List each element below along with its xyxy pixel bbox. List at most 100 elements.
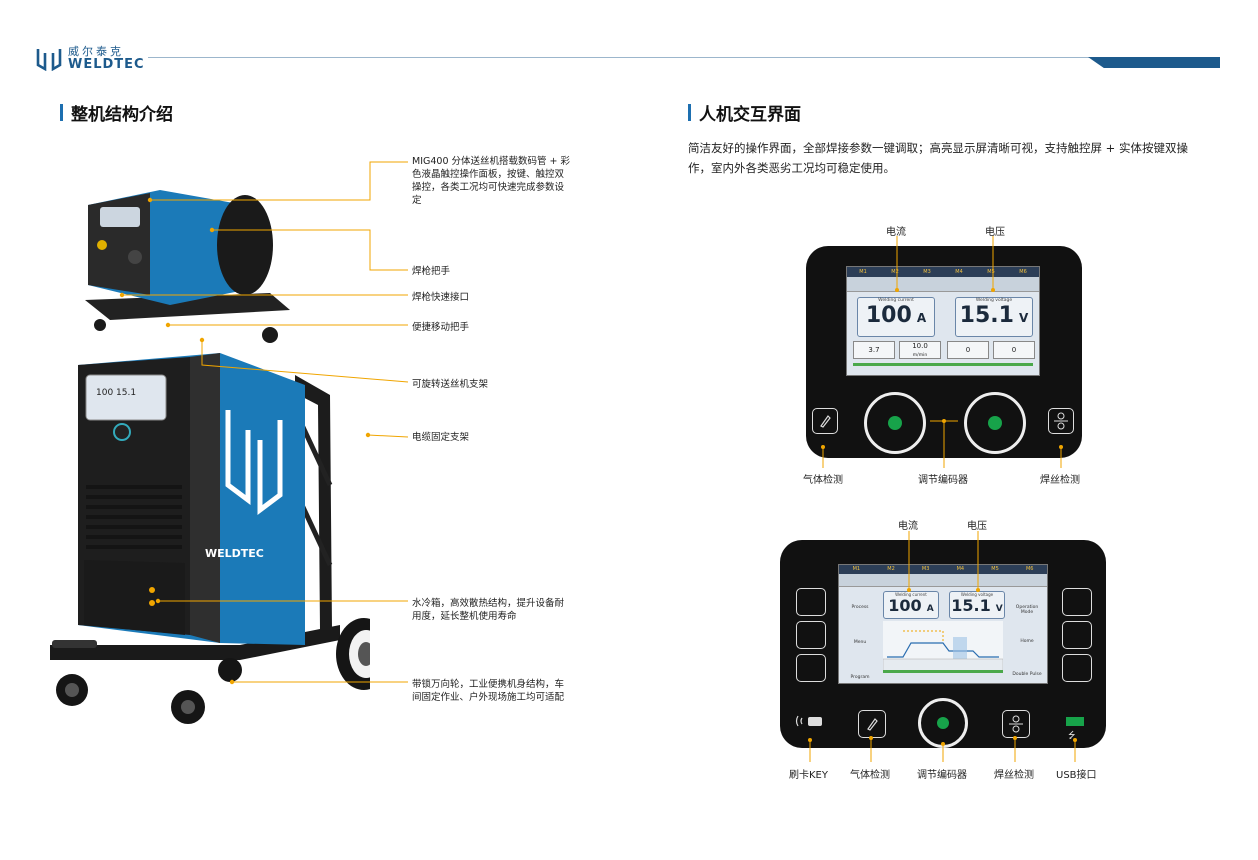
section-title-hmi: 人机交互界面 (688, 100, 801, 125)
panel1-current-value: 100 (865, 303, 912, 328)
torch-icon (867, 718, 878, 731)
callout-torch-connector: 焊枪快速接口 (412, 292, 470, 303)
control-panel-2: M1 M2 M3 M4 M5 M6 Process Menu Program W… (780, 540, 1106, 748)
callout-cable-bracket: 电缆固定支架 (412, 432, 470, 443)
side-home[interactable]: Home (1020, 639, 1034, 644)
panel1-param-3[interactable]: 0 (947, 341, 989, 359)
panel2-voltage-unit: V (995, 604, 1003, 614)
panel1-progress-bar (853, 363, 1033, 366)
panel2-label-wire: 焊丝检测 (994, 770, 1034, 781)
side-program[interactable]: Program (850, 675, 870, 680)
usb-port[interactable] (1066, 717, 1084, 726)
torch-icon (820, 415, 831, 428)
panel1-tab[interactable]: M2 (891, 269, 899, 275)
panel2-label-voltage: 电压 (967, 521, 987, 532)
callout-casters: 带锁万向轮，工业便携机身结构，车间固定作业、户外现场施工均可适配 (412, 679, 565, 703)
usb-icon: ⭍ (1068, 731, 1076, 741)
panel2-tab[interactable]: M5 (991, 566, 999, 572)
panel2-left-key-3[interactable] (796, 654, 826, 682)
panel1-current-box[interactable]: Welding current 100 A (857, 297, 935, 337)
panel2-tab[interactable]: M4 (956, 566, 965, 572)
panel2-left-key-2[interactable] (796, 621, 826, 649)
panel2-label-current: 电流 (898, 521, 918, 532)
panel1-gas-check-button[interactable] (812, 408, 838, 434)
card-key-icon (795, 715, 822, 727)
panel1-encoder-right[interactable] (964, 392, 1026, 454)
panel2-current-box[interactable]: Welding current 100 A (883, 591, 939, 619)
panel2-voltage-box[interactable]: Welding voltage 15.1 V (949, 591, 1005, 619)
panel2-tab[interactable]: M6 (1025, 566, 1034, 572)
title-accent-bar (60, 104, 63, 121)
panel1-voltage-box[interactable]: Welding voltage 15.1 V (955, 297, 1033, 337)
panel2-gas-check-button[interactable] (858, 710, 886, 738)
panel1-param-4[interactable]: 0 (993, 341, 1035, 359)
panel2-pulse-graph (883, 621, 1003, 673)
panel2-wire-check-button[interactable] (1002, 710, 1030, 738)
panel1-label-wire: 焊丝检测 (1040, 475, 1080, 486)
panel2-encoder[interactable] (918, 698, 968, 748)
panel1-current-unit: A (916, 311, 927, 325)
panel1-tab-bar: M1 M2 M3 M4 M5 M6 (847, 267, 1039, 277)
panel1-voltage-value: 15.1 (959, 303, 1014, 328)
panel2-current-unit: A (926, 604, 934, 614)
panel1-encoder-left[interactable] (864, 392, 926, 454)
panel2-label-encoder: 调节编码器 (917, 770, 967, 781)
side-menu[interactable]: Menu (853, 640, 867, 645)
knob-indicator (988, 416, 1002, 430)
panel2-label-gas: 气体检测 (850, 770, 890, 781)
weldtec-logo-icon (36, 49, 62, 71)
brand-name-en: WELDTEC (68, 57, 145, 72)
panel1-tab[interactable]: M6 (1019, 269, 1027, 275)
callout-rotating-bracket: 可旋转送丝机支架 (412, 379, 489, 390)
panel2-tab[interactable]: M2 (887, 566, 895, 572)
panel2-right-key-3[interactable] (1062, 654, 1092, 682)
panel2-right-key-1[interactable] (1062, 588, 1092, 616)
panel1-screen[interactable]: M1 M2 M3 M4 M5 M6 Welding current 100 A … (846, 266, 1040, 376)
panel2-screen[interactable]: M1 M2 M3 M4 M5 M6 Process Menu Program W… (838, 564, 1048, 684)
brand-logo: 威尔泰克 WELDTEC (36, 46, 145, 72)
panel1-wire-check-button[interactable] (1048, 408, 1074, 434)
panel2-voltage-value: 15.1 (951, 596, 991, 615)
panel2-side-left: Process Menu Program (841, 591, 879, 680)
panel1-voltage-unit: V (1019, 311, 1029, 325)
svg-text:100 15.1: 100 15.1 (96, 388, 136, 398)
panel1-label-current: 电流 (886, 227, 906, 238)
panel1-voltage-caption: Welding voltage (975, 298, 1013, 303)
front-casters (56, 658, 242, 724)
panel1-current-caption: Welding current (878, 298, 914, 303)
brand-name-cn: 威尔泰克 (68, 45, 124, 58)
side-process[interactable]: Process (851, 605, 869, 610)
header-divider (148, 57, 1098, 58)
side-double-pulse[interactable]: Double Pulse (1012, 672, 1042, 677)
panel2-voltage-caption: Welding voltage (960, 592, 994, 597)
panel2-tab[interactable]: M3 (921, 566, 930, 572)
callout-water-cooling: 水冷箱，高效散热结构，提升设备耐用度，延长整机使用寿命 (412, 598, 565, 622)
panel2-label-key: 刷卡KEY (789, 770, 828, 781)
control-panel-1: M1 M2 M3 M4 M5 M6 Welding current 100 A … (806, 246, 1082, 458)
panel1-label-encoder: 调节编码器 (918, 475, 968, 486)
panel1-tab[interactable]: M4 (955, 269, 963, 275)
wire-feed-icon (1009, 715, 1023, 733)
panel1-tab[interactable]: M5 (987, 269, 995, 275)
panel1-tab[interactable]: M1 (859, 269, 867, 275)
callout-feeder-panel: MIG400 分体送丝机搭载数码管 + 彩色液晶触控操作面板，按键、触控双操控，… (412, 156, 571, 206)
welding-machine-illustration: 100 15.1 WELDTEC (50, 190, 370, 724)
panel2-right-key-2[interactable] (1062, 621, 1092, 649)
panel1-param-inductance[interactable]: 3.7 (853, 341, 895, 359)
panel2-info-bar (839, 574, 1047, 587)
panel1-tab[interactable]: M3 (923, 269, 931, 275)
knob-indicator (888, 416, 902, 430)
panel2-label-usb: USB接口 (1056, 770, 1097, 781)
callout-torch-handle: 焊枪把手 (412, 266, 451, 277)
knob-indicator (937, 717, 949, 729)
panel1-info-bar (847, 277, 1039, 292)
panel2-tab[interactable]: M1 (852, 566, 861, 572)
callout-carry-handle: 便捷移动把手 (412, 322, 470, 333)
panel2-left-key-1[interactable] (796, 588, 826, 616)
header-accent-tab (1088, 57, 1220, 68)
side-operation-mode[interactable]: Operation Mode (1015, 605, 1039, 615)
hmi-description: 简洁友好的操作界面，全部焊接参数一键调取；高亮显示屏清晰可视，支持触控屏 + 实… (688, 141, 1188, 175)
machine-brand-text: WELDTEC (205, 547, 264, 560)
